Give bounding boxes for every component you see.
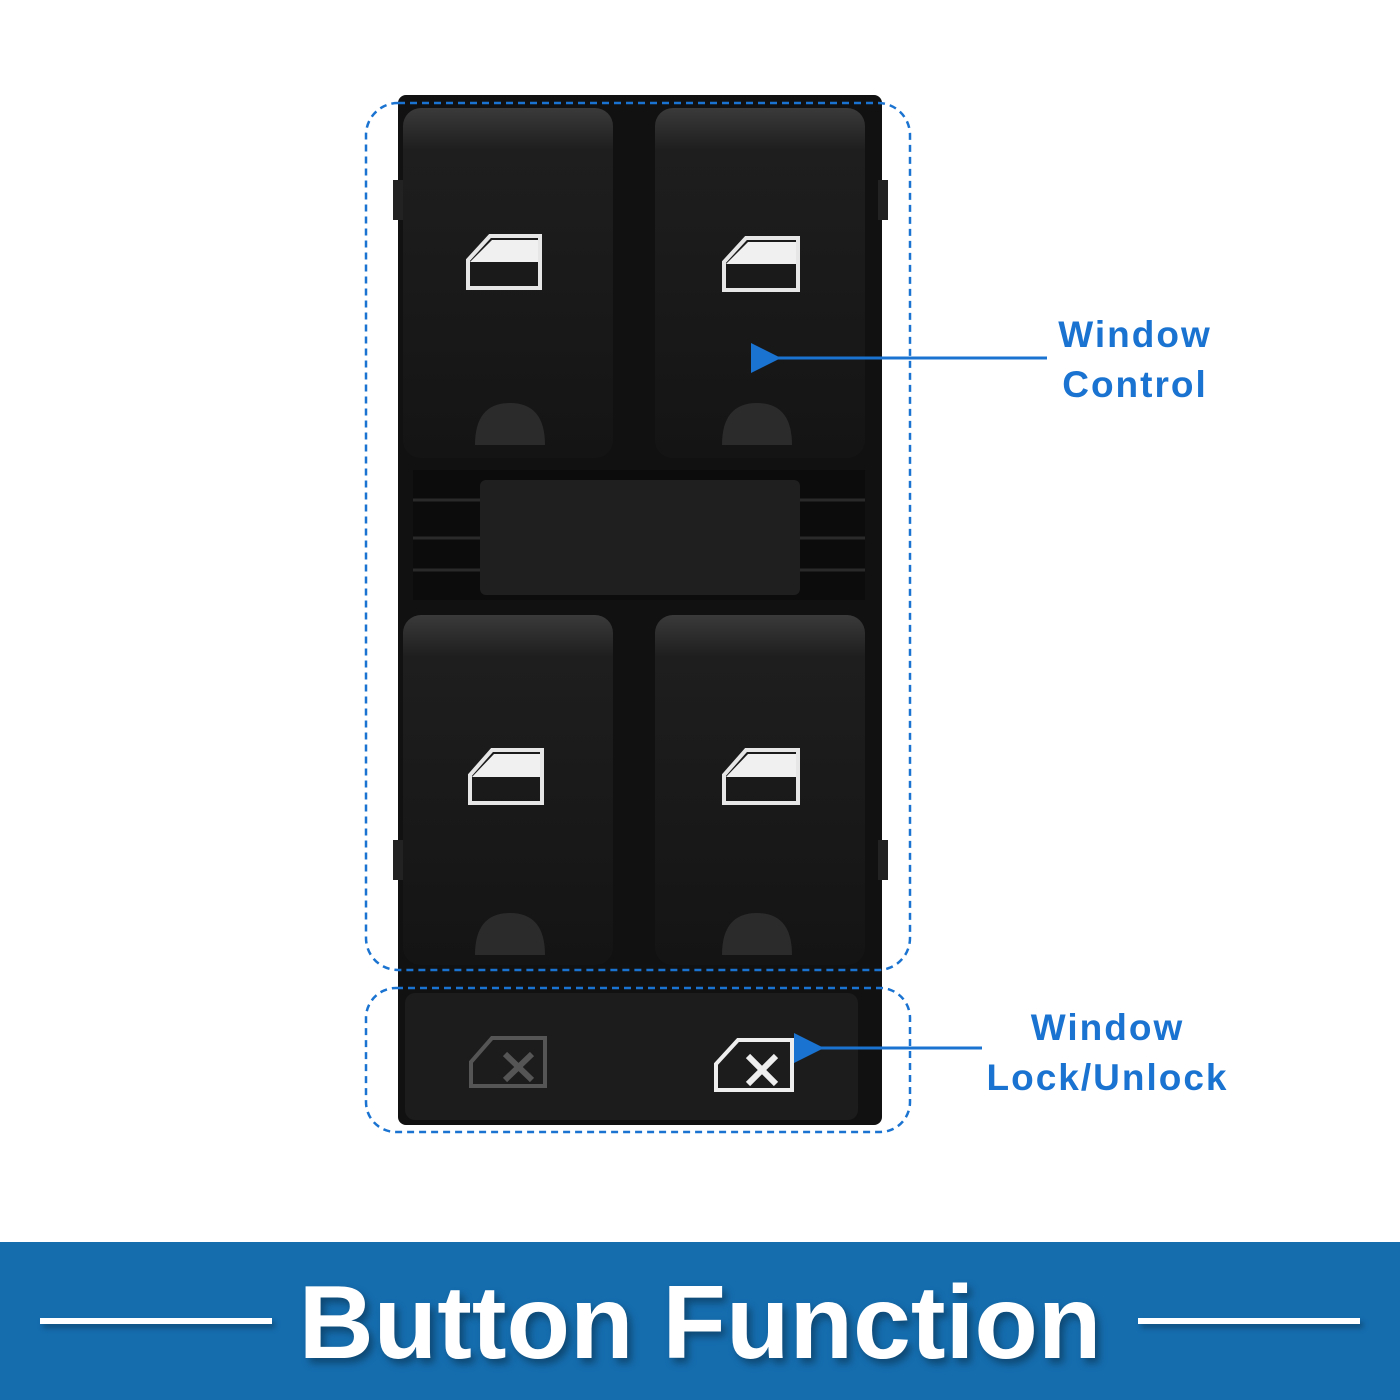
window-switch-illustration [364,95,1047,1134]
banner-divider-right [1138,1318,1360,1324]
window-button-rear-right[interactable] [655,615,865,965]
window-lock-line1: Window [1030,1007,1185,1048]
banner-title: Button Function [298,1265,1102,1381]
lock-icon-inactive [469,1036,547,1088]
door-window-icon [722,748,800,805]
window-lock-line2: Lock/Unlock [986,1057,1229,1098]
window-button-front-right[interactable] [655,108,865,458]
window-control-label: Window Control [1035,310,1235,410]
window-button-rear-left[interactable] [403,615,613,965]
window-control-highlight [364,101,912,972]
window-button-front-left[interactable] [403,108,613,458]
window-lock-highlight [364,986,912,1134]
door-window-icon [466,234,542,290]
door-window-icon [468,748,544,805]
lock-icon-active [714,1038,794,1092]
window-lock-label: Window Lock/Unlock [970,1003,1245,1103]
banner-divider-left [40,1318,272,1324]
center-panel [480,480,800,595]
door-window-icon [722,236,800,292]
window-control-line1: Window [1058,314,1212,355]
window-lock-button[interactable] [405,993,858,1120]
window-control-line2: Control [1062,364,1208,405]
